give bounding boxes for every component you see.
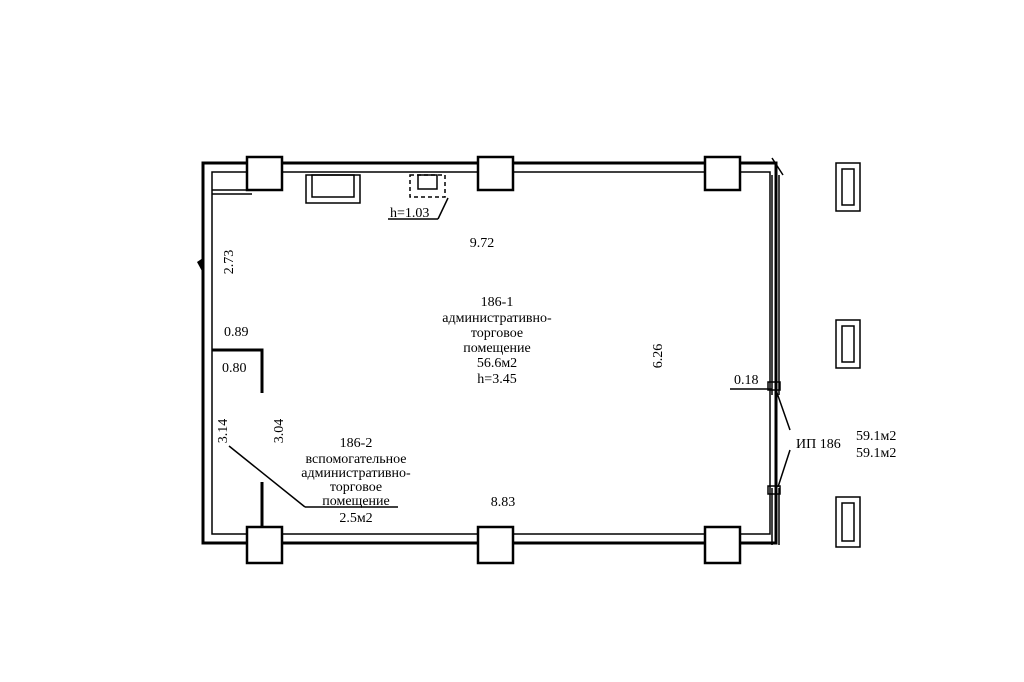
column [703, 525, 742, 565]
svg-text:вспомогательное: вспомогательное [305, 452, 406, 467]
partition-width-label: 0.89 [224, 325, 249, 340]
unit-label: ИП 186 [796, 437, 841, 452]
right-height-label: 6.26 [651, 344, 666, 369]
bottom-length-label: 8.83 [491, 495, 516, 510]
unit-area-2: 59.1м2 [856, 446, 896, 461]
unit-summary: ИП 186 59.1м2 59.1м2 [796, 429, 896, 461]
facade-window [767, 157, 791, 545]
svg-text:административно-: административно- [442, 311, 552, 326]
inner-height-label: 3.04 [272, 419, 287, 444]
column [703, 155, 742, 192]
room-186-1-label: 186-1 административно- торговое помещени… [442, 295, 552, 387]
entrance-arrow [197, 258, 203, 273]
column [476, 155, 515, 192]
wall-niche [305, 174, 361, 204]
svg-text:186-2: 186-2 [340, 436, 373, 451]
wall-depth-label: 0.18 [734, 373, 759, 388]
column [245, 525, 284, 565]
vent-height-label: h=1.03 [390, 206, 429, 221]
outdoor-pillars [835, 162, 861, 548]
svg-text:h=3.45: h=3.45 [477, 372, 516, 387]
unit-area-1: 59.1м2 [856, 429, 896, 444]
columns [245, 155, 742, 565]
vent-box [409, 174, 446, 198]
partition-depth-label: 0.80 [222, 361, 247, 376]
svg-text:помещение: помещение [322, 494, 390, 509]
svg-text:помещение: помещение [463, 341, 531, 356]
room-186-2-label: 186-2 вспомогательное административно- т… [301, 436, 411, 526]
svg-text:186-1: 186-1 [481, 295, 514, 310]
top-length-label: 9.72 [470, 236, 495, 251]
partitions [212, 348, 772, 527]
svg-text:2.5м2: 2.5м2 [339, 511, 372, 526]
svg-text:торговое: торговое [471, 326, 523, 341]
interior-fixtures [212, 174, 449, 220]
svg-text:торговое: торговое [330, 480, 382, 495]
svg-text:56.6м2: 56.6м2 [477, 356, 517, 371]
left-upper-label: 2.73 [222, 250, 237, 275]
column [245, 155, 284, 192]
svg-text:административно-: административно- [301, 466, 411, 481]
left-lower-label: 3.14 [216, 419, 231, 444]
column [476, 525, 515, 565]
